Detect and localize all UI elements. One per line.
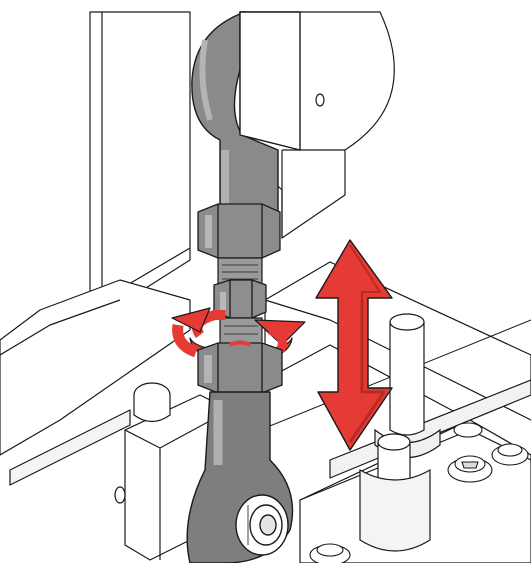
arrow-up-down-icon bbox=[315, 239, 393, 451]
lower-hex-nut bbox=[197, 340, 283, 394]
upper-hex-nut bbox=[197, 203, 281, 259]
rod-end bbox=[186, 391, 294, 563]
guide-pin-front bbox=[359, 433, 431, 552]
upper-rod bbox=[191, 11, 301, 216]
base-screws bbox=[309, 422, 529, 563]
